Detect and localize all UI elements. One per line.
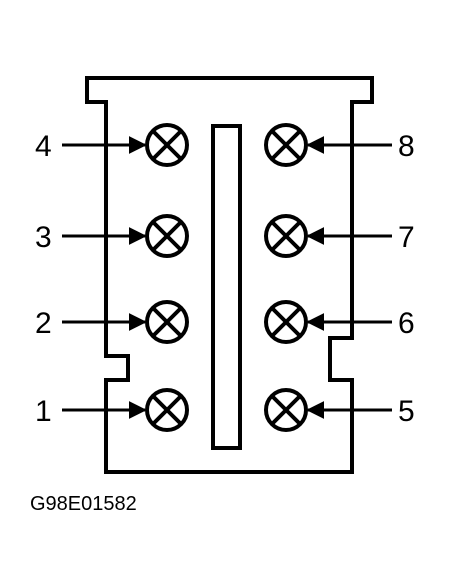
center-bar xyxy=(211,124,242,450)
cylinder-8-symbol xyxy=(264,123,308,167)
labels-layer: 4 3 2 1 8 7 6 5 xyxy=(35,130,415,428)
engine-block-outline xyxy=(85,76,374,474)
cylinder-3-label: 3 xyxy=(35,221,52,254)
cylinder-2-label: 2 xyxy=(35,307,52,340)
cylinder-4-label: 4 xyxy=(35,130,52,163)
cylinder-5-symbol xyxy=(264,388,308,432)
cylinder-2-symbol xyxy=(145,300,189,344)
cylinder-3-symbol xyxy=(145,214,189,258)
cylinder-1-symbol xyxy=(145,388,189,432)
cylinder-5-label: 5 xyxy=(398,395,415,428)
cylinder-1-label: 1 xyxy=(35,395,52,428)
cylinder-7-symbol xyxy=(264,214,308,258)
cylinders-layer xyxy=(145,123,308,432)
cylinder-6-symbol xyxy=(264,300,308,344)
figure-id-caption: G98E01582 xyxy=(30,493,137,515)
cylinder-8-label: 8 xyxy=(398,130,415,163)
arrows-layer xyxy=(62,136,392,419)
cylinder-6-label: 6 xyxy=(398,307,415,340)
cylinder-7-label: 7 xyxy=(398,221,415,254)
cylinder-4-symbol xyxy=(145,123,189,167)
